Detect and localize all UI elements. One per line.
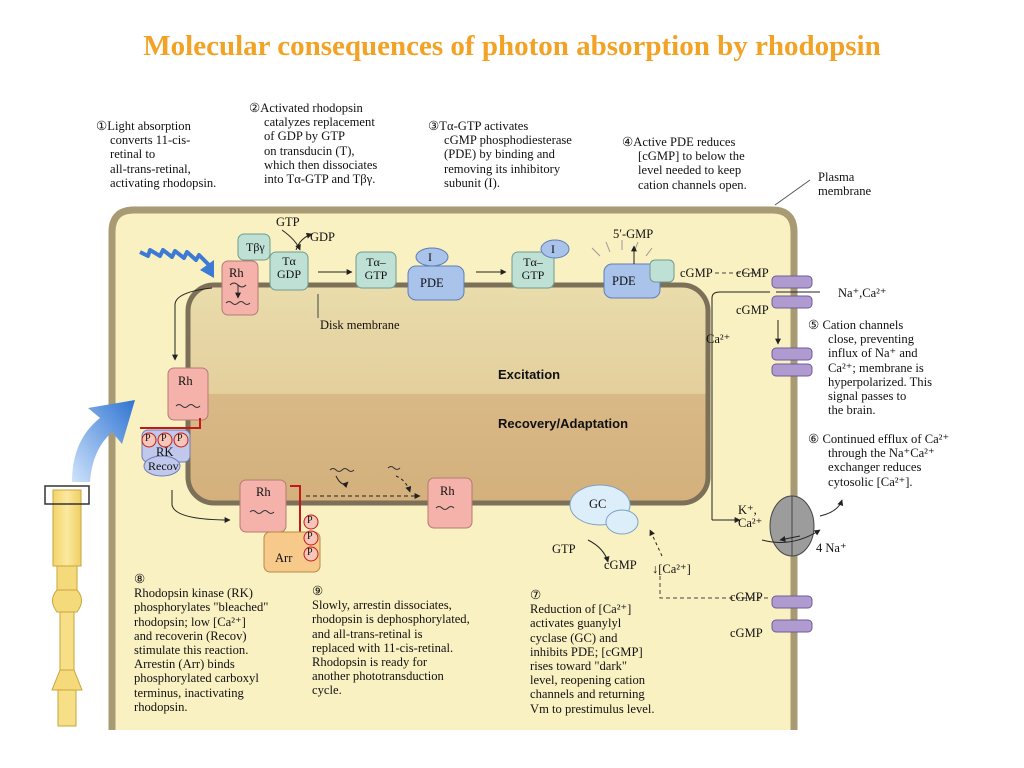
rh-1-label: Rh (229, 266, 244, 280)
gdp-label: GDP (310, 230, 336, 244)
gtp-label: GTP (276, 215, 300, 229)
t-beta-gamma-label: Tβγ (246, 240, 265, 254)
photon-zigzag (139, 248, 212, 268)
p-label-4: P (307, 515, 313, 526)
k-ca-label: K⁺,Ca²⁺ (738, 503, 763, 530)
phosphate-2 (157, 432, 173, 448)
p-label-6: P (307, 547, 313, 558)
t-alpha-gtp (355, 251, 397, 289)
inhibitor-2 (540, 239, 570, 259)
cation-channel-reopen-1 (771, 595, 813, 609)
rhodopsin-4 (427, 477, 473, 529)
pde-active-label: PDE (612, 274, 636, 288)
cation-channel-open (771, 275, 813, 289)
na-ca-label: Na⁺,Ca²⁺ (838, 286, 887, 300)
t-alpha-gdp (269, 251, 309, 291)
rk-label: RK (156, 445, 174, 459)
rh-4-label: Rh (440, 484, 455, 498)
p-label-1: P (145, 433, 151, 444)
t-alpha-gtp-2-label: Tα–GTP (521, 255, 545, 282)
rh-3-label: Rh (256, 485, 271, 499)
recov-label: Recov (148, 459, 179, 473)
pde-label: PDE (420, 276, 444, 290)
p-label-2: P (161, 433, 167, 444)
page-title: Molecular consequences of photon absorpt… (143, 30, 881, 62)
five-gmp-label: 5′-GMP (613, 227, 654, 241)
phosphate-1 (141, 432, 157, 448)
t-alpha-gtp-2 (511, 251, 555, 289)
gtp-gc-label: GTP (552, 542, 576, 556)
rhodopsin-3 (239, 479, 287, 533)
disk-membrane-label: Disk membrane (320, 318, 400, 332)
cgmp-bottom-2-label: cGMP (730, 626, 763, 640)
rhodopsin-1 (221, 260, 259, 316)
recoverin (143, 455, 181, 477)
inhibitor-1 (415, 247, 449, 267)
ca-out-label: Ca²⁺ (706, 332, 731, 346)
t-beta-gamma (237, 233, 271, 261)
cgmp-below-label: cGMP (736, 303, 769, 317)
cgmp-top-label: cGMP (736, 266, 769, 280)
phosphate-3 (173, 432, 189, 448)
step-6: ⑥ Continued efflux of Ca²⁺through the Na… (808, 432, 950, 489)
p-label-5: P (307, 531, 313, 542)
cgmp-bottom-1-label: cGMP (730, 590, 763, 604)
cgmp-gc-label: cGMP (604, 558, 637, 572)
arr-label: Arr (275, 551, 293, 565)
phosphate-4 (303, 514, 319, 530)
rod-cell-icon (44, 485, 90, 727)
excitation-label: Excitation (498, 367, 561, 382)
rh-2-label: Rh (178, 374, 193, 388)
cation-channel-closed (771, 347, 813, 361)
zoom-arrow (72, 400, 135, 482)
ca-gc-label: ↓[Ca²⁺] (652, 562, 691, 576)
inhibitor-label-1: I (428, 250, 432, 264)
phosphate-5 (303, 530, 319, 546)
t-alpha-gtp-label: Tα–GTP (364, 255, 388, 282)
disk (185, 282, 711, 506)
step-4: ④Active PDE reduces[cGMP] to below the l… (622, 135, 747, 192)
gc-label: GC (589, 497, 607, 511)
recovery-label: Recovery/Adaptation (498, 416, 629, 431)
pde-inhibited (407, 265, 465, 301)
inhibitor-label-2: I (551, 242, 555, 256)
phosphate-6 (303, 546, 319, 562)
four-na-label: 4 Na⁺ (816, 541, 847, 555)
cgmp-pde-label: cGMP (680, 266, 713, 280)
p-label-3: P (177, 433, 183, 444)
